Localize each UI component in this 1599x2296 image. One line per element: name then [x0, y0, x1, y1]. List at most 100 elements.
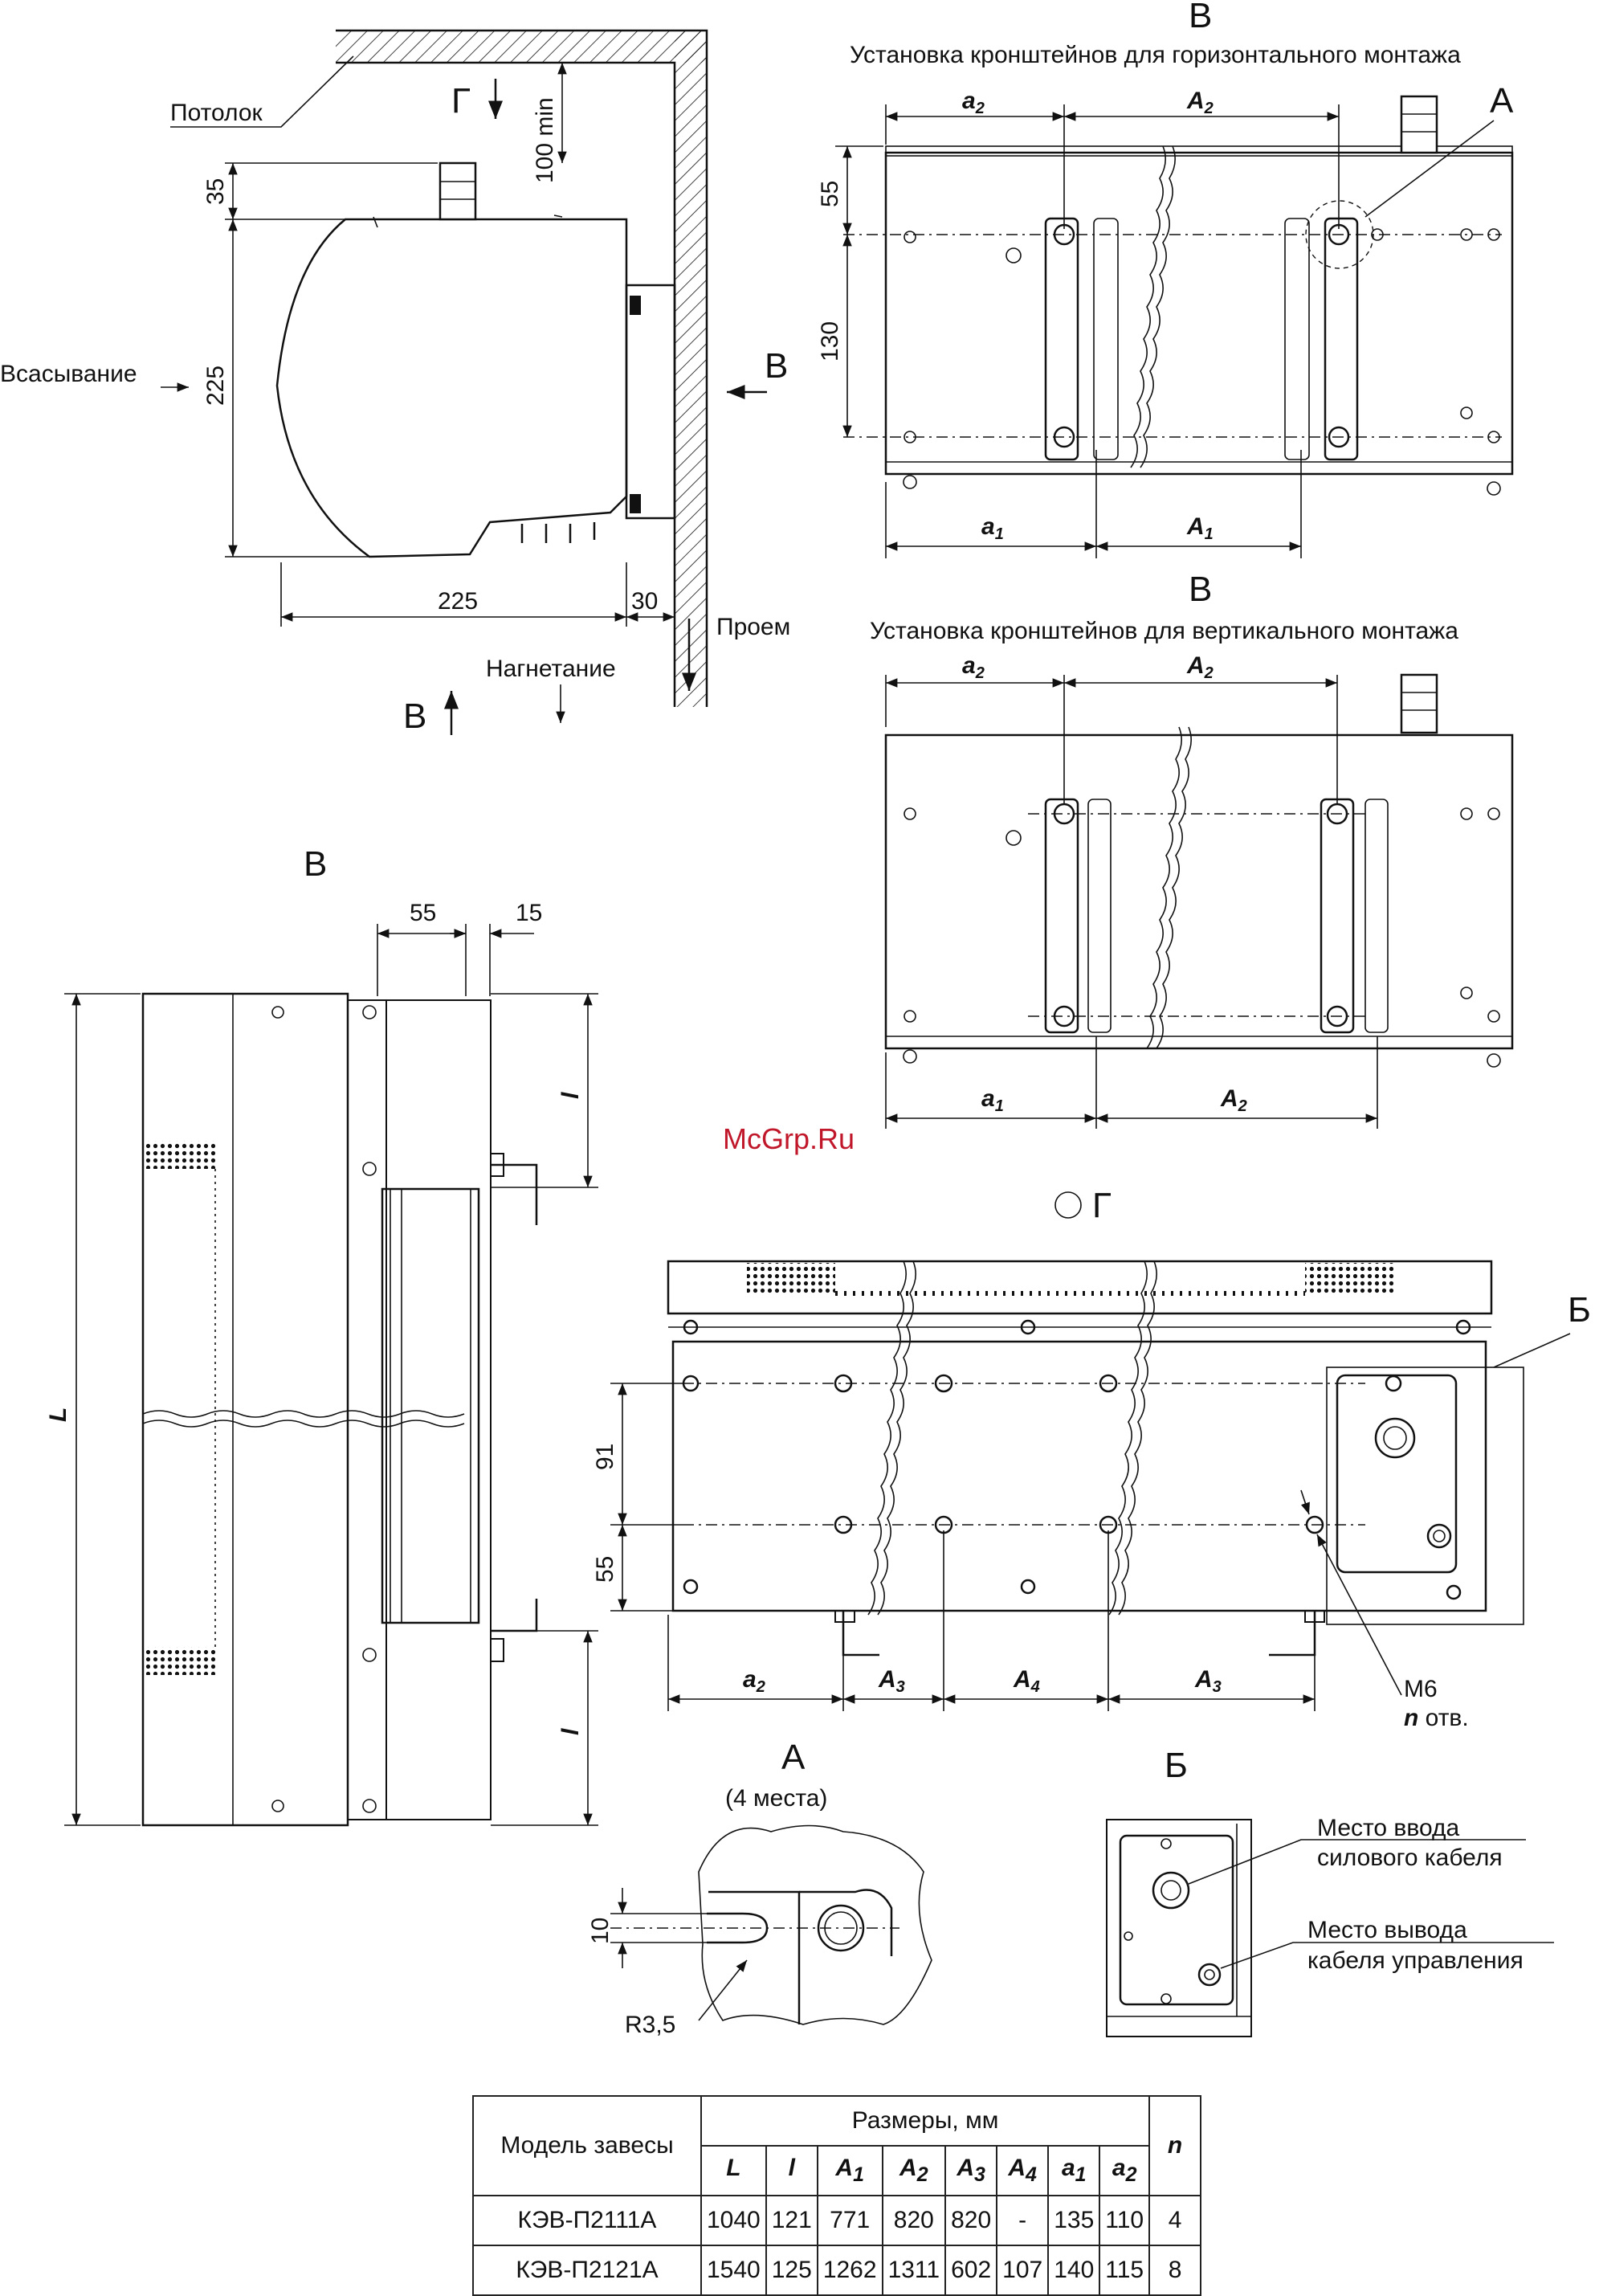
v-dim-A2-top: A2	[1186, 652, 1214, 682]
power-entry-line1: Место ввода	[1317, 1815, 1460, 1841]
detail-a-radius: R3,5	[625, 2012, 675, 2038]
bracket-right	[1324, 217, 1359, 461]
dim-l-top: l	[557, 1092, 584, 1099]
row-cell: 121	[765, 2195, 818, 2246]
bottom-view: Г 9	[592, 1186, 1591, 1731]
detail-a-dim-10: 10	[587, 1918, 614, 1944]
bottom-dim-91: 91	[592, 1444, 618, 1470]
dim-l-bottom: l	[557, 1728, 584, 1735]
row-cell: 771	[816, 2195, 883, 2246]
horizontal-panel	[884, 151, 1514, 476]
bottom-dim-55: 55	[592, 1556, 618, 1583]
col-header: a2	[1099, 2145, 1151, 2196]
detail-a: А (4 места) 10 R3,5	[587, 1738, 932, 2038]
opening-label: Проем	[716, 614, 790, 640]
dim-clearance: 100 min	[532, 97, 558, 183]
h-dim-A2: A2	[1186, 88, 1214, 117]
bottom-top-strip	[667, 1260, 1493, 1315]
fan-grille	[381, 1187, 480, 1624]
horizontal-view-title: Установка кронштейнов для горизонтальног…	[850, 42, 1461, 68]
control-exit-line1: Место вывода	[1307, 1917, 1467, 1943]
view-arrow-v-right-label: В	[765, 346, 788, 386]
dim-front-55: 55	[410, 900, 436, 926]
front-view-letter: В	[304, 844, 327, 884]
row-cell: -	[996, 2195, 1050, 2246]
col-header: A1	[816, 2145, 883, 2196]
ceiling-label: Потолок	[170, 100, 263, 126]
row-cell: 1262	[816, 2245, 883, 2296]
h-dim-130: 130	[817, 321, 843, 362]
dim-front-15: 15	[516, 900, 542, 926]
table-column-headers: L l A1 A2 A3 A4 a1 a2	[473, 2145, 1201, 2196]
perforation-top	[143, 1141, 215, 1169]
callout-b: Б	[1568, 1290, 1591, 1330]
watermark: McGrp.Ru	[723, 1122, 855, 1155]
row-cell: 1040	[700, 2195, 767, 2246]
unit-side-body	[275, 218, 628, 558]
perforation-bottom	[143, 1647, 215, 1675]
wall-hatch	[675, 31, 707, 707]
row-model: КЭВ-П2121А	[472, 2245, 702, 2296]
bottom-dim-A4: A4	[1013, 1666, 1040, 1696]
ceiling-hatch	[336, 31, 707, 63]
horizontal-mounting-view: В Установка кронштейнов для горизонтальн…	[817, 0, 1514, 558]
row-cell: 820	[944, 2195, 998, 2246]
row-model: КЭВ-П2111А	[472, 2195, 702, 2246]
power-entry-line2: силового кабеля	[1317, 1845, 1503, 1871]
vertical-panel	[884, 733, 1514, 1050]
col-header: l	[765, 2145, 818, 2196]
wall-bracket	[625, 284, 676, 520]
view-arrow-g-label: Г	[451, 81, 471, 121]
view-arrow-v-bottom-label: В	[403, 697, 426, 736]
dim-top: 35	[202, 178, 229, 205]
hole-count: n отв.	[1404, 1705, 1469, 1731]
row-cell: 1540	[700, 2245, 767, 2296]
dimensions-table: Модель завесы Размеры, мм n L l A1 A2 A3…	[472, 2095, 1202, 2296]
control-box	[1336, 1374, 1458, 1574]
front-panel	[141, 992, 349, 1827]
hole-label: М6	[1404, 1676, 1438, 1702]
v-bracket-right	[1320, 798, 1355, 1034]
bottom-view-letter: Г	[1092, 1186, 1112, 1225]
v-dim-a2: a2	[962, 652, 985, 682]
bottom-dim-a2: a2	[743, 1666, 765, 1696]
horizontal-view-letter: В	[1189, 0, 1212, 35]
front-view: В L	[45, 844, 598, 1827]
row-cell: 1311	[881, 2245, 947, 2296]
row-cell: 125	[765, 2245, 818, 2296]
row-cell: 140	[1047, 2245, 1101, 2296]
row-cell: 110	[1099, 2195, 1151, 2246]
row-n: 4	[1148, 2195, 1202, 2246]
table-row: КЭВ-П2111А 1040 121 771 820 820 - 135 11…	[472, 2195, 1202, 2246]
h-dim-a1: a1	[981, 513, 1004, 543]
h-dim-A1: A1	[1186, 513, 1214, 543]
control-exit-line2: кабеля управления	[1307, 1947, 1524, 1974]
detail-b: Б Место ввода силового кабеля Место выво…	[1106, 1746, 1554, 2037]
col-header: A4	[996, 2145, 1050, 2196]
col-header: L	[700, 2145, 767, 2196]
table-model-header: Модель завесы	[472, 2095, 702, 2196]
row-cell: 115	[1099, 2245, 1151, 2296]
vertical-view-letter: В	[1189, 570, 1212, 609]
detail-b-box	[1119, 1834, 1234, 2006]
h-dim-a2: a2	[962, 88, 985, 117]
row-cell: 135	[1047, 2195, 1101, 2246]
table-sizes-header: Размеры, мм	[700, 2095, 1151, 2147]
table-row: КЭВ-П2121А 1540 125 1262 1311 602 107 14…	[472, 2245, 1202, 2296]
detail-b-letter: Б	[1165, 1746, 1188, 1785]
vertical-view-title: Установка кронштейнов для вертикального …	[870, 618, 1458, 644]
callout-a: А	[1490, 81, 1514, 121]
detail-a-letter: А	[781, 1738, 806, 1777]
suction-label: Всасывание	[0, 361, 137, 387]
row-n: 8	[1148, 2245, 1202, 2296]
dim-gap: 30	[631, 588, 658, 615]
col-header: A3	[944, 2145, 998, 2196]
dim-width: 225	[438, 588, 478, 615]
table-n-header: n	[1148, 2095, 1202, 2196]
col-header: A2	[881, 2145, 947, 2196]
row-cell: 820	[881, 2195, 947, 2246]
detail-a-subtitle: (4 места)	[725, 1785, 827, 1812]
dim-height: 225	[202, 366, 229, 406]
bottom-panel	[671, 1340, 1487, 1612]
vertical-mounting-view: В Установка кронштейнов для вертикальног…	[870, 570, 1514, 1129]
